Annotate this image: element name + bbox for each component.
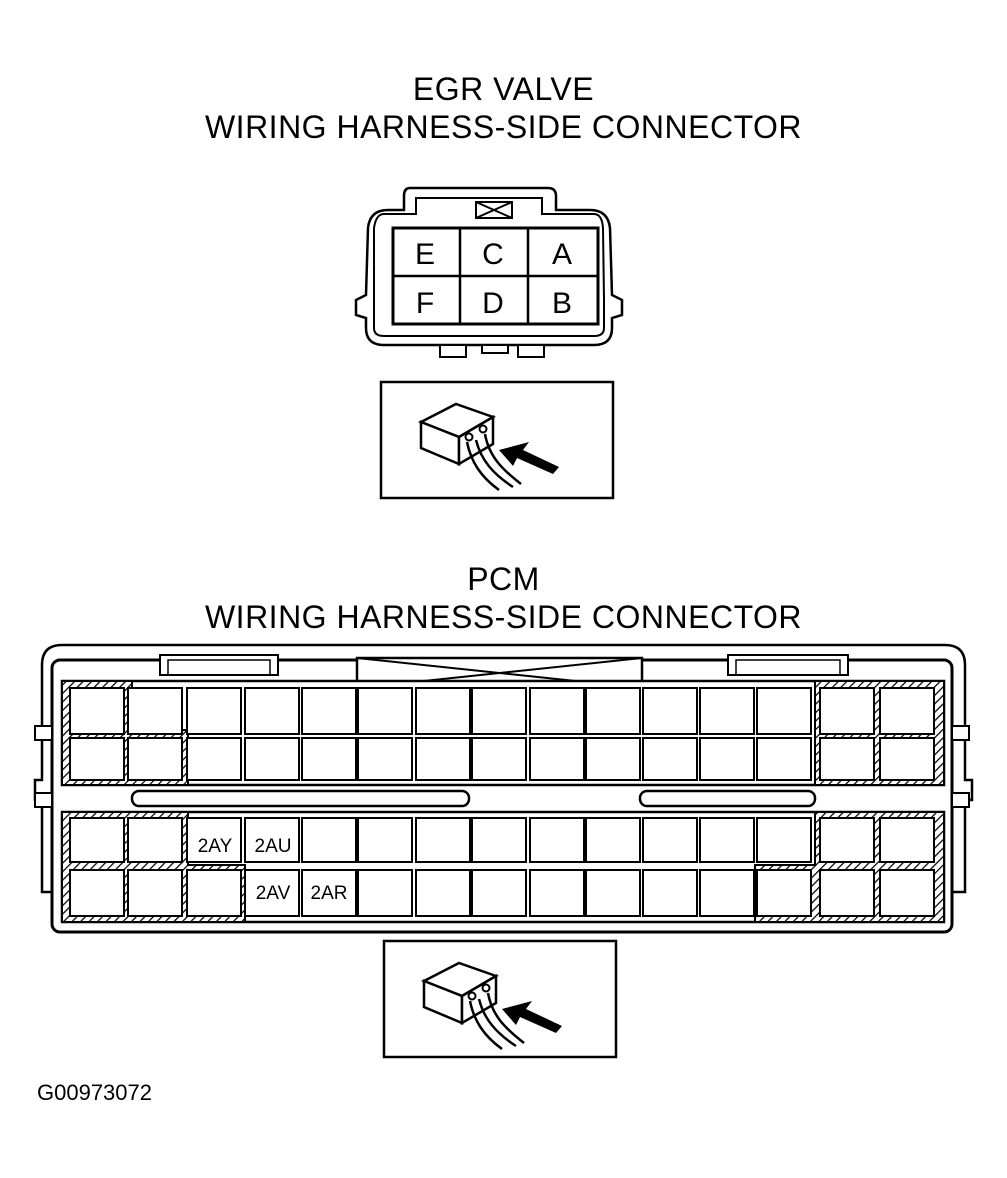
pcm-cavity: [415, 737, 471, 781]
pcm-cavity: [642, 869, 698, 917]
pcm-cavity-2au: 2AU: [255, 836, 292, 857]
pcm-cavity: [415, 817, 471, 863]
pcm-cavity: [244, 737, 300, 781]
pcm-subtitle: WIRING HARNESS-SIDE CONNECTOR: [204, 599, 803, 635]
egr-pin-b: B: [552, 287, 572, 320]
pcm-cavity: [642, 817, 698, 863]
pcm-title: PCM: [467, 561, 540, 597]
pcm-cavity: [357, 687, 413, 735]
pcm-cavity: [186, 737, 242, 781]
pcm-cavity: [186, 869, 242, 917]
egr-title: EGR VALVE: [412, 71, 595, 107]
egr-subtitle: WIRING HARNESS-SIDE CONNECTOR: [204, 109, 803, 145]
pcm-cavity-2ay: 2AY: [198, 836, 233, 857]
pcm-cavity: [471, 869, 527, 917]
pcm-cavity: [819, 817, 875, 863]
pcm-cavity: [357, 869, 413, 917]
pcm-cavity: [529, 687, 585, 735]
pcm-cavity: [756, 817, 812, 863]
pcm-cavity: [186, 817, 242, 863]
pcm-cavity: [699, 869, 755, 917]
pcm-cavity: [585, 817, 641, 863]
pcm-cavity: [69, 869, 125, 917]
pcm-cavity: [879, 817, 935, 863]
pcm-cavity: [186, 687, 242, 735]
pcm-cavity: [301, 687, 357, 735]
pcm-cavity: [244, 869, 300, 917]
egr-pin-f: F: [416, 287, 434, 320]
pcm-cavity: [585, 869, 641, 917]
pcm-cavity: [642, 737, 698, 781]
pcm-cavity: [819, 687, 875, 735]
pcm-connector: 2AY 2AU 2AV 2AR: [33, 643, 974, 934]
pcm-cavity: [819, 737, 875, 781]
pcm-cavity: [244, 687, 300, 735]
pcm-cavity: [69, 687, 125, 735]
egr-pin-d: D: [482, 287, 504, 320]
pcm-cavity: [357, 737, 413, 781]
pcm-cavity: [471, 687, 527, 735]
pcm-cavity: [301, 737, 357, 781]
pcm-cavity: [699, 687, 755, 735]
pcm-cavity: [879, 869, 935, 917]
pcm-cavity: [127, 687, 183, 735]
pcm-cavity: [529, 737, 585, 781]
pcm-cavity: [415, 869, 471, 917]
pcm-cavity: [415, 687, 471, 735]
pcm-cavity: [756, 869, 812, 917]
pcm-cavity-2ar: 2AR: [311, 883, 348, 904]
pcm-cavity: [69, 817, 125, 863]
pcm-cavity: [699, 817, 755, 863]
pcm-cavity: [879, 687, 935, 735]
pcm-cavity: [756, 737, 812, 781]
pcm-cavity: [471, 817, 527, 863]
pcm-cavity: [127, 737, 183, 781]
pcm-cavity: [642, 687, 698, 735]
pcm-cavity: [471, 737, 527, 781]
pcm-cavity: [819, 869, 875, 917]
pcm-cavity: [529, 817, 585, 863]
egr-view-indicator: [379, 380, 615, 500]
pcm-cavity: [585, 687, 641, 735]
pcm-cavity: [127, 817, 183, 863]
pcm-cavity-2av: 2AV: [256, 883, 291, 904]
pcm-cavity: [529, 869, 585, 917]
pcm-cavity: [301, 817, 357, 863]
pcm-cavity: [69, 737, 125, 781]
pcm-cavity: [585, 737, 641, 781]
egr-pin-a: A: [552, 238, 572, 271]
figure-id: G00973072: [37, 1080, 152, 1105]
pcm-cavity: [879, 737, 935, 781]
pcm-cavity: [699, 737, 755, 781]
egr-pin-e: E: [415, 238, 435, 271]
pcm-cavity: [301, 869, 357, 917]
pcm-cavity: [756, 687, 812, 735]
pcm-cavity: [244, 817, 300, 863]
pcm-view-indicator: [382, 939, 618, 1059]
egr-pin-c: C: [482, 238, 504, 271]
pcm-cavity: [127, 869, 183, 917]
pcm-cavity: [357, 817, 413, 863]
egr-connector: E C A F D B: [354, 186, 624, 358]
